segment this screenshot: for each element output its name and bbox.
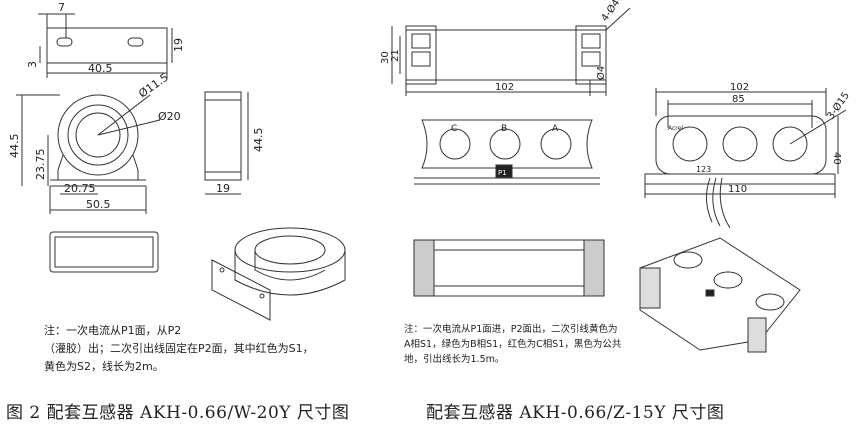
dim-inner-diameter: Ø20 [158, 110, 181, 123]
right-caption: 配套互感器 AKH-0.66/Z-15Y 尺寸图 [426, 398, 724, 423]
dim-base-width: 50.5 [86, 198, 111, 211]
left-caption: 图 2 配套互感器 AKH-0.66/W-20Y 尺寸图 [6, 398, 349, 423]
dim-half-base: 20.75 [64, 182, 96, 195]
dim-base-length: 110 [728, 184, 747, 195]
terminal-p1-label: P1 [498, 169, 507, 177]
dim-bracket-width: 40.5 [88, 62, 113, 75]
right-caption-title: 配套互感器 AKH-0.66/Z-15Y 尺寸图 [426, 403, 725, 423]
dim-hole-dia: Ø4 [595, 66, 607, 80]
dim-outer-diameter: Ø11.5 [136, 71, 171, 101]
phase-label-b: B [501, 124, 507, 134]
dim-height-total: 30 [380, 51, 391, 64]
dim-top-length-2: 102 [730, 82, 749, 93]
dim-hole-spacing: 85 [732, 94, 745, 105]
dim-body-height: 40 [831, 152, 842, 165]
right-note-line-1: 注：一次电流从P1面进，P2面出，二次引线黄色为 [404, 324, 618, 335]
right-isometric [639, 237, 801, 353]
dim-mount-holes: 4-Ø4 [599, 0, 623, 24]
brand-mark: Acrel [668, 125, 683, 132]
phase-label-a: A [552, 124, 559, 134]
left-note: 注：一次电流从P1面，从P2 （灌胶）出；二次引出线固定在P2面，其中红色为S1… [44, 322, 364, 376]
phase-label-c: C [451, 124, 457, 134]
left-caption-title: 配套互感器 AKH-0.66/W-20Y 尺寸图 [46, 403, 350, 423]
dim-center-height: 23.75 [34, 149, 47, 181]
right-bottom-view [413, 239, 605, 297]
dim-top-length: 102 [495, 82, 514, 93]
left-note-line-3: 黄色为S2，线长为2m。 [44, 360, 164, 373]
right-top-view [391, 7, 631, 96]
dim-bracket-height: 19 [172, 38, 185, 52]
left-side-view [204, 91, 249, 195]
right-note-line-3: 地，引出线长为1.5m。 [404, 354, 505, 365]
left-top-view [38, 13, 173, 78]
figure-label: 图 2 [6, 403, 41, 423]
dim-side-height: 44.5 [252, 128, 265, 153]
left-isometric [211, 227, 346, 321]
dim-side-width: 19 [216, 182, 230, 195]
right-side-view [644, 88, 847, 229]
right-note: 注：一次电流从P1面进，P2面出，二次引线黄色为 A相S1，绿色为B相S1，红色… [404, 322, 704, 367]
right-note-line-2: A相S1，绿色为B相S1，红色为C相S1，黑色为公共 [404, 339, 622, 350]
left-note-line-1: 注：一次电流从P1面，从P2 [44, 324, 182, 337]
left-note-line-2: （灌胶）出；二次引出线固定在P2面，其中红色为S1， [44, 342, 314, 355]
dim-slot-offset: 3 [26, 61, 39, 68]
dim-height-inner: 21 [390, 49, 401, 62]
left-bottom-bracket [49, 231, 159, 273]
terminal-numbers: 123 [696, 165, 711, 174]
dim-total-height: 44.5 [8, 134, 21, 159]
left-front-view [16, 94, 161, 214]
dim-slot-width: 7 [58, 1, 65, 14]
right-front-view [414, 119, 600, 185]
